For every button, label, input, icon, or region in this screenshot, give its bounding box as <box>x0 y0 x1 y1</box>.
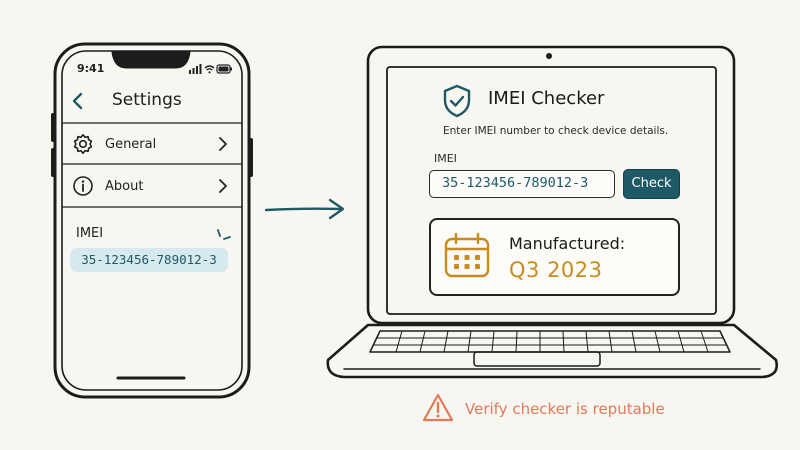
settings-row-general[interactable]: General <box>63 124 241 164</box>
instruction-text: Enter IMEI number to check device detail… <box>443 125 669 137</box>
imei-input[interactable]: 35-123456-789012-3 <box>429 170 615 198</box>
warning-triangle-icon <box>422 393 454 422</box>
settings-row-label: General <box>105 137 157 152</box>
app-title: IMEI Checker <box>488 88 605 109</box>
phone-imei-value[interactable]: 35-123456-789012-3 <box>70 248 228 272</box>
status-icons <box>189 64 232 74</box>
highlight-sparkle-icon <box>217 229 231 240</box>
wifi-icon <box>204 65 215 74</box>
settings-row-about[interactable]: About <box>63 166 241 206</box>
manufactured-value: Q3 2023 <box>509 258 603 282</box>
settings-row-label: About <box>105 179 144 194</box>
settings-title: Settings <box>112 90 182 110</box>
arrow-right-icon <box>264 198 345 220</box>
calendar-icon <box>444 232 490 278</box>
status-time: 9:41 <box>77 62 105 75</box>
chevron-right-icon <box>219 137 227 151</box>
result-card <box>429 218 680 296</box>
battery-icon <box>216 64 232 74</box>
info-icon <box>73 176 93 196</box>
signal-icon <box>189 64 202 74</box>
chevron-right-icon <box>219 179 227 193</box>
warning-text: Verify checker is reputable <box>465 400 665 418</box>
imei-field-label: IMEI <box>434 152 457 165</box>
gear-icon <box>73 134 93 154</box>
shield-check-icon <box>443 84 471 118</box>
back-chevron-icon[interactable] <box>70 91 86 111</box>
manufactured-label: Manufactured: <box>509 234 626 253</box>
phone-imei-label: IMEI <box>76 226 104 241</box>
check-button[interactable]: Check <box>623 169 680 199</box>
